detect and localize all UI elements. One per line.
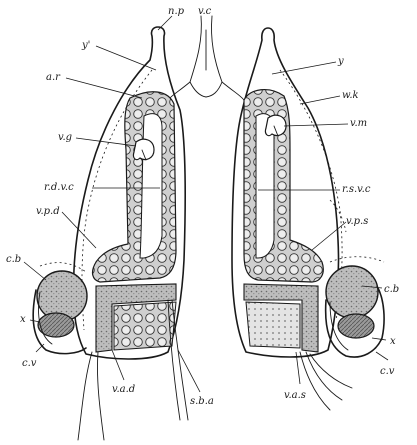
label-rdvc: r.d.v.c bbox=[44, 182, 74, 193]
label-ar: a.r bbox=[46, 72, 61, 83]
label-y: y bbox=[337, 56, 344, 67]
label-cv-left: c.v bbox=[22, 358, 37, 369]
labels: n.p v.c y' y a.r w.k v.g v.m r.d.v.c r.s… bbox=[6, 6, 399, 407]
label-y-prime: y' bbox=[81, 40, 90, 51]
label-vad: v.a.d bbox=[112, 384, 135, 395]
label-vas: v.a.s bbox=[284, 390, 306, 401]
label-vpd: v.p.d bbox=[36, 206, 60, 217]
label-vm: v.m bbox=[350, 118, 367, 129]
label-cv-right: c.v bbox=[380, 366, 395, 377]
label-np: n.p bbox=[168, 6, 185, 17]
label-rsvc: r.s.v.c bbox=[342, 184, 371, 195]
label-sba: s.b.a bbox=[190, 396, 214, 407]
label-vg: v.g bbox=[58, 132, 72, 143]
label-cb-right: c.b bbox=[384, 284, 399, 295]
label-vc: v.c bbox=[198, 6, 212, 17]
label-x-left: x bbox=[20, 314, 26, 325]
label-x-right: x bbox=[390, 336, 396, 347]
label-wk: w.k bbox=[342, 90, 359, 101]
label-vps: v.p.s bbox=[346, 216, 368, 227]
label-cb-left: c.b bbox=[6, 254, 21, 265]
central-vessel bbox=[168, 16, 244, 100]
